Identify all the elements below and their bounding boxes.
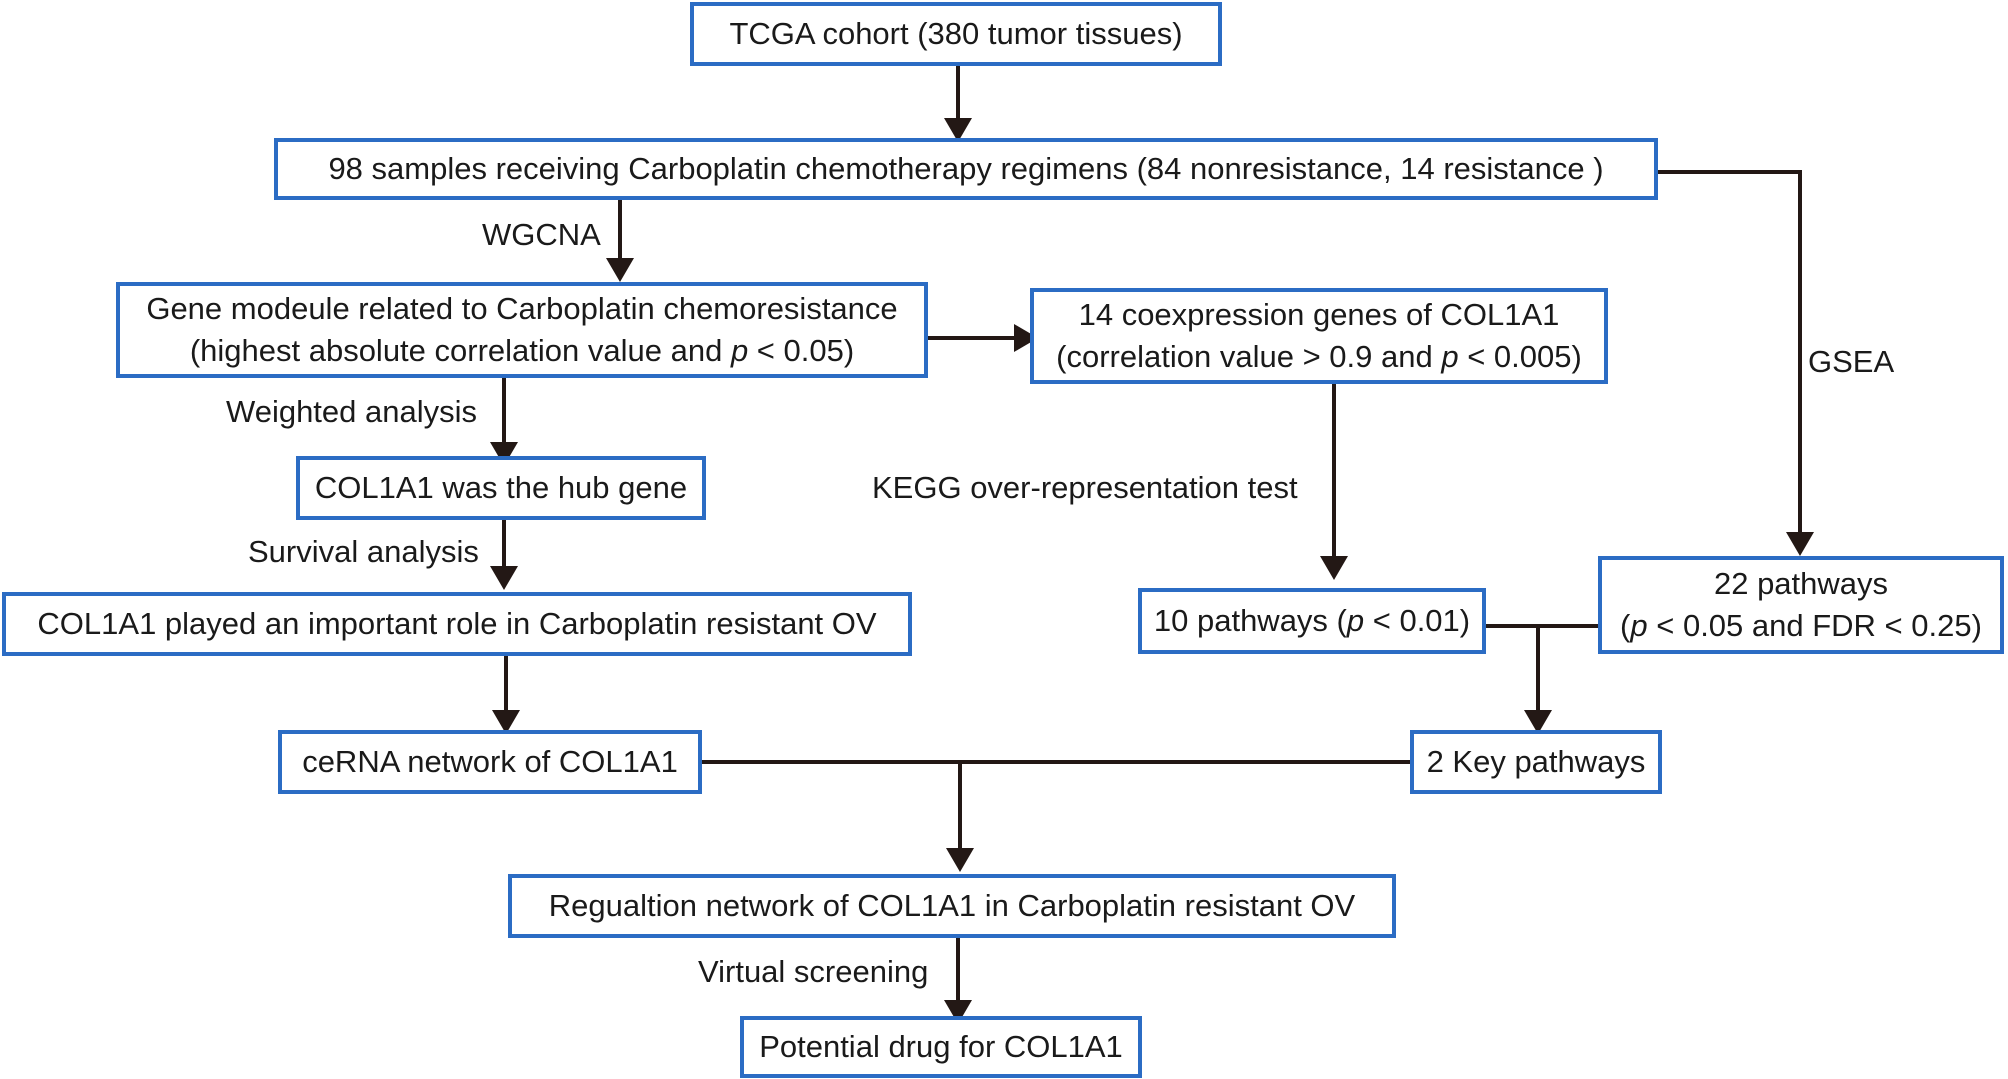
node-label: COL1A1 was the hub gene	[314, 470, 688, 505]
node-label: ceRNA network of COL1A1	[302, 744, 678, 779]
edge-join-key	[1536, 624, 1540, 716]
node-label: Regualtion network of COL1A1 in Carbopla…	[548, 888, 1356, 923]
p-symbol: p	[1346, 603, 1365, 638]
text-part: < 0.005)	[1458, 339, 1582, 374]
node-hub-gene: COL1A1 was the hub gene	[296, 456, 706, 520]
node-col1a1-role: COL1A1 played an important role in Carbo…	[2, 592, 912, 656]
arrowhead	[606, 258, 634, 282]
edge-gsea-v	[1798, 170, 1802, 538]
edge-hub-role	[502, 520, 506, 572]
node-22-pathways: 22 pathways (p < 0.05 and FDR < 0.25)	[1598, 556, 2004, 654]
node-label: 2 Key pathways	[1426, 744, 1646, 779]
text-part: < 0.05)	[748, 333, 855, 368]
edge-role-cerna	[504, 656, 508, 716]
edge-samples-gsea-h	[1658, 170, 1802, 174]
node-label: 10 pathways (p < 0.01)	[1154, 600, 1470, 642]
edge-samples-module	[618, 200, 622, 264]
node-label: COL1A1 played an important role in Carbo…	[37, 606, 877, 641]
text-part: < 0.05 and FDR < 0.25)	[1647, 608, 1982, 643]
edge-module-hub	[502, 378, 506, 448]
node-coexpression-genes: 14 coexpression genes of COL1A1 (correla…	[1030, 288, 1608, 384]
p-symbol: p	[1441, 339, 1459, 374]
edge-module-coexp	[928, 336, 1020, 340]
node-potential-drug: Potential drug for COL1A1	[740, 1016, 1142, 1078]
node-tcga-cohort: TCGA cohort (380 tumor tissues)	[690, 2, 1222, 66]
text-part: (highest absolute correlation value and	[189, 333, 731, 368]
node-carboplatin-samples: 98 samples receiving Carboplatin chemoth…	[274, 138, 1658, 200]
node-label-line1: Gene modeule related to Carboplatin chem…	[146, 291, 898, 326]
text-part: < 0.01)	[1364, 603, 1471, 638]
text-part: (	[1620, 608, 1631, 643]
edge-coexp-p10	[1332, 384, 1336, 562]
arrowhead	[1320, 556, 1348, 580]
node-label-line2: (highest absolute correlation value and …	[190, 330, 854, 372]
node-cerna-network: ceRNA network of COL1A1	[278, 730, 702, 794]
node-label: 98 samples receiving Carboplatin chemoth…	[328, 151, 1604, 186]
edge-p10-join	[1484, 624, 1600, 628]
node-10-pathways: 10 pathways (p < 0.01)	[1138, 588, 1486, 654]
node-label: Potential drug for COL1A1	[759, 1029, 1123, 1064]
node-label-line1: 14 coexpression genes of COL1A1	[1078, 297, 1560, 332]
edge-cerna-key-h	[700, 760, 1412, 764]
edge-label-wgcna: WGCNA	[482, 217, 601, 252]
p-symbol: p	[1630, 608, 1648, 643]
node-label: TCGA cohort (380 tumor tissues)	[729, 16, 1183, 51]
arrowhead	[946, 848, 974, 872]
edge-label-virtual-screening: Virtual screening	[698, 954, 929, 989]
node-label-line1: 22 pathways	[1713, 566, 1889, 601]
edge-label-gsea: GSEA	[1808, 344, 1895, 379]
node-gene-module: Gene modeule related to Carboplatin chem…	[116, 282, 928, 378]
arrowhead	[490, 566, 518, 590]
edge-tcga-samples	[956, 66, 960, 124]
edge-label-survival-analysis: Survival analysis	[248, 534, 479, 569]
node-key-pathways: 2 Key pathways	[1410, 730, 1662, 794]
edge-label-kegg: KEGG over-representation test	[872, 470, 1298, 505]
node-regulation-network: Regualtion network of COL1A1 in Carbopla…	[508, 874, 1396, 938]
text-part: 10 pathways (	[1153, 603, 1347, 638]
edge-merge-regnet	[958, 760, 962, 854]
edge-label-weighted-analysis: Weighted analysis	[226, 394, 478, 429]
arrowhead	[1786, 532, 1814, 556]
edge-regnet-drug	[956, 936, 960, 1006]
node-label-line2: (correlation value > 0.9 and p < 0.005)	[1056, 336, 1582, 378]
text-part: (correlation value > 0.9 and	[1056, 339, 1442, 374]
node-label-line2: (p < 0.05 and FDR < 0.25)	[1620, 605, 1982, 647]
p-symbol: p	[730, 333, 749, 368]
